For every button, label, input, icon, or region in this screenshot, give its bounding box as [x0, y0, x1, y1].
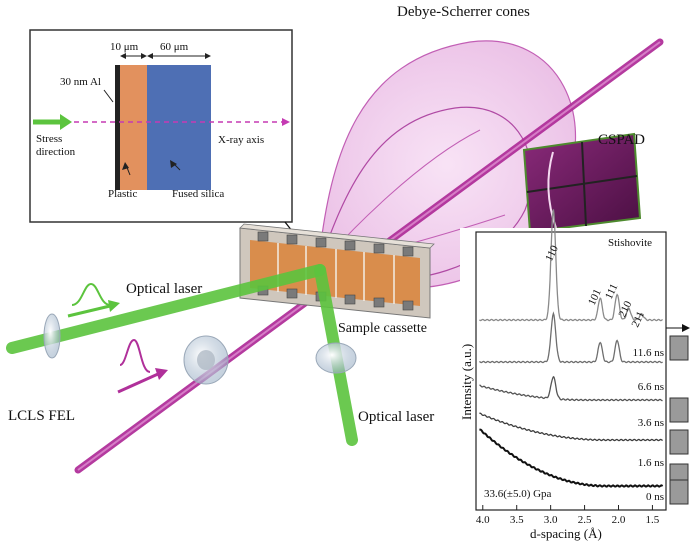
dim-10um-label: 10 μm — [110, 41, 139, 53]
spectrum-6-6-ns — [479, 311, 663, 364]
lens-left — [43, 313, 61, 359]
x-tick-label: 4.0 — [476, 514, 490, 526]
x-tick-label: 3.0 — [544, 514, 558, 526]
green-pulse-icon — [67, 282, 120, 318]
x-axis-label: d-spacing (Å) — [530, 526, 602, 541]
debye-scherrer-cones — [317, 40, 576, 289]
cones-label: Debye-Scherrer cones — [397, 4, 530, 20]
stress-label-2: direction — [36, 146, 76, 158]
spectrum-0-ns — [479, 428, 664, 488]
y-axis-label: Intensity (a.u.) — [459, 344, 474, 420]
plastic-label: Plastic — [108, 188, 137, 200]
time-label: 11.6 ns — [633, 347, 664, 359]
inset-schematic: 10 μm 60 μm 30 nm Al Stress direction X-… — [29, 29, 293, 223]
xray-axis-label: X-ray axis — [218, 134, 264, 146]
stress-label-1: Stress — [36, 133, 62, 145]
optical-laser-label-1: Optical laser — [126, 281, 202, 297]
cspad-label: CSPAD — [598, 132, 645, 148]
cspad-detector — [522, 132, 642, 234]
time-label: 1.6 ns — [638, 457, 664, 469]
pressure-label: 33.6(±5.0) Gpa — [484, 488, 552, 500]
chart-plot-area — [475, 231, 667, 511]
optical-laser-beams — [6, 264, 358, 446]
sample-cassette — [239, 223, 435, 319]
fused-silica-layer — [147, 65, 211, 190]
lens-bottom — [315, 342, 357, 374]
time-label: 3.6 ns — [638, 417, 664, 429]
aluminum-layer — [115, 65, 120, 190]
spectrum-11-6-ns — [479, 209, 663, 322]
x-tick-label: 2.0 — [612, 514, 626, 526]
x-tick-label: 3.5 — [510, 514, 524, 526]
sample-snapshot-box — [669, 429, 689, 455]
sample-snapshot-box — [669, 397, 689, 423]
sample-snapshot-box — [669, 479, 689, 505]
fused-silica-label: Fused silica — [172, 188, 224, 200]
lcls-fel-label: LCLS FEL — [8, 408, 75, 424]
dim-60um-label: 60 μm — [160, 41, 189, 53]
magenta-pulse-icon — [117, 338, 168, 394]
plastic-layer — [120, 65, 147, 190]
time-label: 6.6 ns — [638, 381, 664, 393]
al-label: 30 nm Al — [60, 76, 101, 88]
sample-cassette-label: Sample cassette — [338, 321, 427, 336]
sample-snapshot-box — [669, 335, 689, 361]
spectrum-1-6-ns — [479, 412, 663, 442]
spectrum-3-6-ns — [479, 375, 663, 402]
x-tick-label: 2.5 — [578, 514, 592, 526]
phase-label: Stishovite — [608, 237, 652, 249]
optical-laser-label-2: Optical laser — [358, 409, 434, 425]
time-label: 0 ns — [646, 491, 664, 503]
x-tick-label: 1.5 — [646, 514, 660, 526]
